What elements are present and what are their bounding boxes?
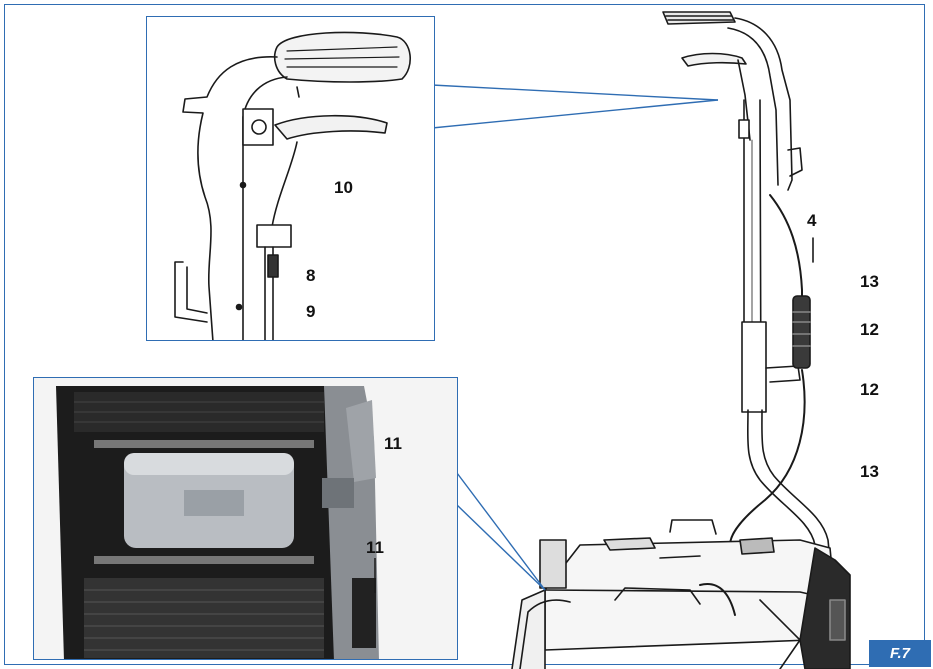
connector: [792, 295, 811, 369]
base-bumper: [519, 599, 571, 669]
handle-detail-inset: [146, 16, 435, 341]
callout-9: 9: [306, 302, 316, 321]
figure-label: F.7: [869, 640, 931, 667]
lower-shaft: [746, 409, 819, 561]
handle-bar: [734, 17, 793, 191]
cable: [769, 194, 803, 301]
callout-12-top: 12: [860, 320, 879, 339]
brush-detail-inset: [33, 377, 458, 660]
callout-line-bottom-a: [456, 472, 546, 591]
detail-hook: [174, 261, 208, 323]
callout-line-top-b: [431, 99, 719, 129]
callout-11-top: 11: [384, 434, 402, 453]
callout-4: 4: [807, 211, 817, 230]
base-socket: [739, 537, 775, 555]
release-lever: [346, 400, 376, 482]
callout-10: 10: [334, 178, 353, 197]
brush-detail-photo: [34, 378, 457, 659]
side-hook: [787, 147, 803, 177]
callout-11-bottom: 11: [366, 538, 384, 557]
detail-clamp: [256, 224, 292, 248]
sleeve-hook: [765, 365, 801, 383]
base-front: [511, 589, 546, 669]
detail-lever: [274, 114, 388, 140]
shaft-clamp: [738, 119, 750, 139]
base-handle: [614, 587, 701, 605]
detail-pivot: [242, 108, 274, 146]
detail-frame-outer: [182, 56, 278, 340]
base-handle-left: [539, 539, 567, 589]
callout-8: 8: [306, 266, 316, 285]
handle-detail-drawing: [174, 31, 411, 340]
callout-13-top: 13: [860, 272, 879, 291]
callout-12-bottom: 12: [860, 380, 879, 399]
callout-line-top-a: [431, 84, 719, 101]
callout-line-bottom-b: [456, 504, 546, 591]
detail-adjuster: [267, 254, 279, 278]
brush-roller: [84, 578, 324, 658]
figure-frame: [4, 4, 925, 665]
detail-cable: [271, 141, 298, 228]
shaft-sleeve: [741, 321, 767, 413]
detail-grip: [273, 31, 411, 83]
callout-13-bottom: 13: [860, 462, 879, 481]
handle-grip: [662, 11, 736, 25]
release-knob: [322, 478, 354, 508]
handle-lever: [681, 52, 747, 67]
